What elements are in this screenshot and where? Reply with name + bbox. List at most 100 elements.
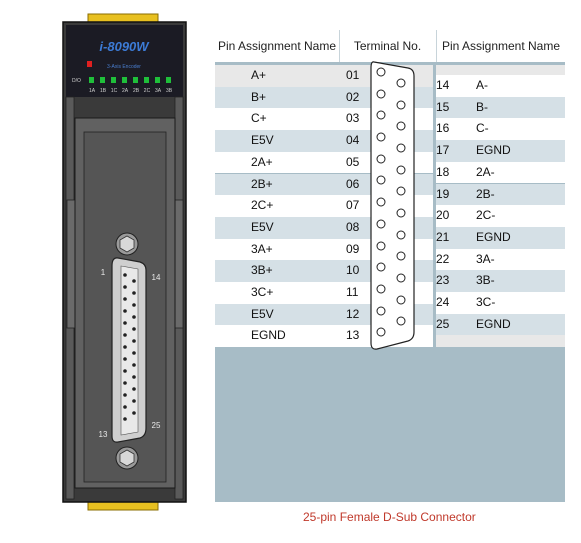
table-row-spacer xyxy=(436,65,565,75)
pin-name: 3A+ xyxy=(251,241,273,256)
pin-name: C- xyxy=(476,121,489,136)
terminal-number: 23 xyxy=(436,273,450,288)
terminal-number: 16 xyxy=(436,121,450,136)
terminal-number: 25 xyxy=(436,316,450,331)
subtitle-text: 3-Axis Encoder xyxy=(107,64,141,70)
led-label-2a: 2A xyxy=(122,88,129,94)
led-label-3b: 3B xyxy=(166,88,173,94)
led-label-1c: 1C xyxy=(111,88,118,94)
led-row xyxy=(87,61,171,83)
terminal-number: 11 xyxy=(346,285,359,299)
module-top-panel xyxy=(66,25,183,97)
terminal-number: 15 xyxy=(436,99,450,114)
pin-name: 3C+ xyxy=(251,285,274,299)
terminal-number: 01 xyxy=(346,68,360,82)
pin-name: 2C+ xyxy=(251,198,274,213)
led-label-2c: 2C xyxy=(144,88,151,94)
header-divider-2 xyxy=(436,30,437,62)
led-1a xyxy=(89,77,94,83)
table-row: 17 EGND xyxy=(436,140,565,162)
bottom-screw-post xyxy=(115,446,139,470)
table-row: 23 3B- xyxy=(436,270,565,292)
led-3a xyxy=(155,77,160,83)
module-dsub-face xyxy=(120,265,139,436)
pin-name: E5V xyxy=(251,219,274,234)
pin-name: B+ xyxy=(251,89,267,104)
module-pin-label-13: 13 xyxy=(99,430,108,439)
pin-name: 2B+ xyxy=(251,176,273,191)
right-bump xyxy=(174,199,184,329)
dsub-pin-holes xyxy=(376,67,406,337)
terminal-number: 21 xyxy=(436,229,450,244)
pin-name: EGND xyxy=(476,143,511,158)
top-screw-post xyxy=(115,232,139,256)
dsub-shell xyxy=(370,61,415,350)
led-label-2b: 2B xyxy=(133,88,140,94)
led-2b xyxy=(133,77,138,83)
terminal-number: 05 xyxy=(346,154,360,169)
left-bump xyxy=(66,199,76,329)
table-row: 22 3A- xyxy=(436,248,565,271)
terminal-number: 22 xyxy=(436,251,450,266)
table-row: 15 B- xyxy=(436,96,565,119)
pin-name: B- xyxy=(476,99,488,114)
terminal-number: 07 xyxy=(346,198,360,213)
table-row-spacer xyxy=(436,335,565,348)
led-1b xyxy=(100,77,105,83)
terminal-number: 06 xyxy=(346,176,360,191)
terminal-number: 14 xyxy=(436,78,450,92)
pin-name: A+ xyxy=(251,68,267,82)
pin-name: 3C- xyxy=(476,295,496,309)
header-right-name: Pin Assignment Name xyxy=(441,39,561,53)
module-svg: i-8090W 3-Axis Encoder D/O 1A 1B 1C 2A 2… xyxy=(62,13,187,511)
terminal-number: 09 xyxy=(346,241,360,256)
led-2a xyxy=(122,77,127,83)
pin-name: 3A- xyxy=(476,251,495,266)
module-pin-label-14: 14 xyxy=(152,273,161,282)
terminal-number: 02 xyxy=(346,89,360,104)
terminal-number: 18 xyxy=(436,164,450,179)
model-text: i-8090W xyxy=(99,39,150,54)
header-terminal-no: Terminal No. xyxy=(353,39,422,53)
pin-name: EGND xyxy=(476,229,511,244)
table-row: 14 A- xyxy=(436,75,565,97)
terminal-number: 17 xyxy=(436,143,450,158)
pin-name: 3B- xyxy=(476,273,495,288)
pin-name: A- xyxy=(476,78,488,92)
pin-name: 2C- xyxy=(476,208,496,223)
dsub-connector-diagram xyxy=(370,61,415,350)
header-divider-1 xyxy=(339,30,340,62)
table-rows: A+ 01 B+ 02 C+ 03 E5V 04 2A+ 05 2B+ 06 2C+ 07 E… xyxy=(215,65,565,348)
module-pins xyxy=(123,273,136,421)
module-pin-label-25: 25 xyxy=(152,421,161,430)
terminal-number: 13 xyxy=(346,328,360,343)
terminal-number: 08 xyxy=(346,219,360,234)
table-row: 21 EGND xyxy=(436,226,565,249)
terminal-number: 12 xyxy=(346,306,360,321)
module-pin-label-1: 1 xyxy=(101,268,106,277)
led-label-1a: 1A xyxy=(89,88,96,94)
table-row: 25 EGND xyxy=(436,313,565,336)
terminal-number: 10 xyxy=(346,263,360,278)
pin-name: 3B+ xyxy=(251,263,273,278)
pin-name: EGND xyxy=(476,316,511,331)
pin-name: EGND xyxy=(251,328,286,343)
pin-name: 2A+ xyxy=(251,154,273,169)
connector-caption: 25-pin Female D-Sub Connector xyxy=(303,510,476,524)
pin-name: E5V xyxy=(251,133,274,148)
red-led xyxy=(87,61,92,67)
terminal-number: 03 xyxy=(346,111,360,126)
led-1c xyxy=(111,77,116,83)
module-illustration: i-8090W 3-Axis Encoder D/O 1A 1B 1C 2A 2… xyxy=(0,0,215,538)
led-label-3a: 3A xyxy=(155,88,162,94)
led-2c xyxy=(144,77,149,83)
pin-name: C+ xyxy=(251,111,267,126)
terminal-number: 04 xyxy=(346,133,360,148)
table-row: 16 C- xyxy=(436,118,565,141)
do-label: D/O xyxy=(72,78,81,84)
led-3b xyxy=(166,77,171,83)
pin-name: 2B- xyxy=(476,186,495,201)
